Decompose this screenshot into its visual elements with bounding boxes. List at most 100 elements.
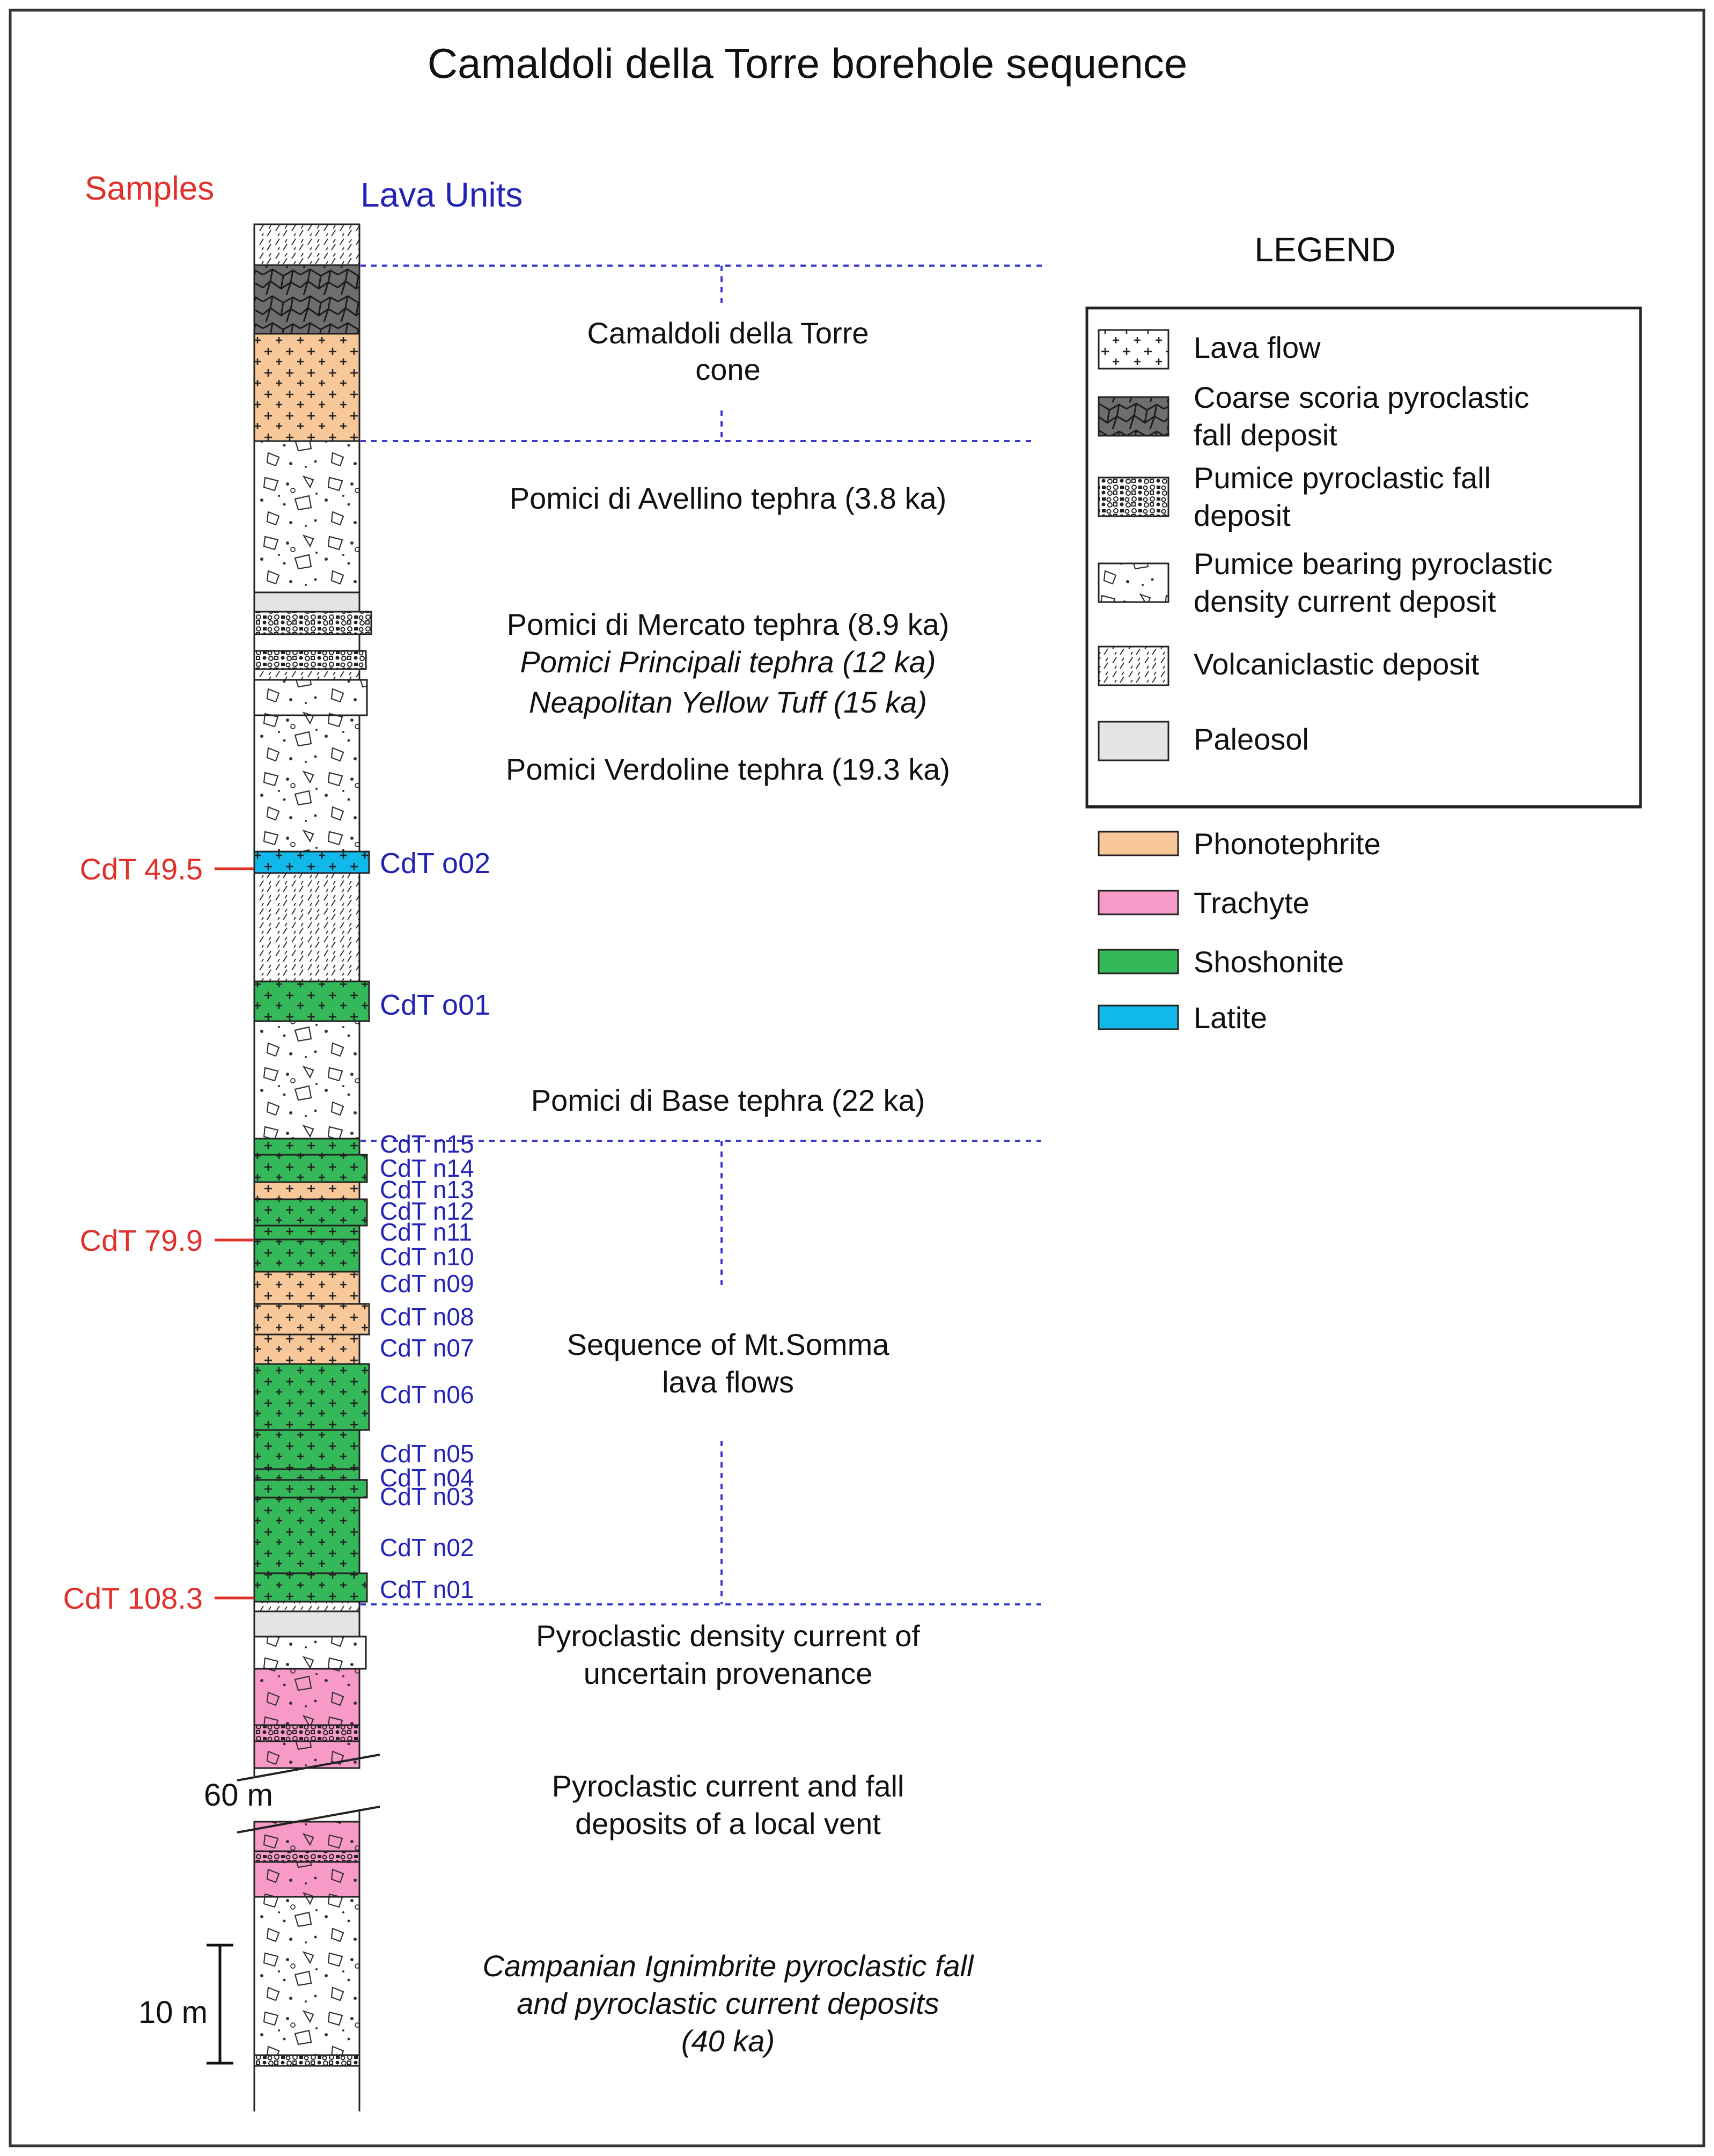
- figure-title: Camaldoli della Torre borehole sequence: [428, 40, 1187, 87]
- layer-pattern: [254, 1725, 359, 1741]
- unit-label: Sequence of Mt.Somma: [567, 1328, 890, 1361]
- legend-composition-label: Trachyte: [1194, 886, 1310, 920]
- layer-pattern: [254, 265, 359, 334]
- layer-pattern: [254, 715, 359, 852]
- break-line-bottom: [237, 1806, 380, 1834]
- legend-composition-item: Trachyte: [1098, 886, 1310, 920]
- column-layer: [253, 1020, 361, 1140]
- unit-label-line2: cone: [695, 353, 760, 386]
- layer-fill: [254, 1611, 359, 1637]
- pumicefall-swatch: [1098, 476, 1169, 517]
- layer-pattern: [254, 1741, 359, 1768]
- legend-label: Coarse scoria pyroclastic: [1194, 380, 1529, 414]
- legend-composition-label: Shoshonite: [1194, 945, 1344, 979]
- column-layer: [253, 1636, 367, 1670]
- composition-swatch: [1098, 949, 1179, 974]
- lava-unit-label: CdT n14: [380, 1154, 474, 1182]
- column-layer: [253, 333, 361, 442]
- paleosol-swatch: [1098, 721, 1169, 761]
- layer-pattern: [254, 680, 367, 715]
- unit-label-line2: uncertain provenance: [584, 1656, 873, 1690]
- layer-outline: [253, 2054, 361, 2067]
- layer-pattern: [254, 1637, 366, 1669]
- legend-label: Lava flow: [1194, 331, 1321, 364]
- layer-pattern: [254, 1155, 367, 1182]
- layer-pattern: [254, 1240, 359, 1272]
- layer-pattern: [254, 1851, 359, 1862]
- column-layer: [253, 1138, 361, 1156]
- lava-unit-label: CdT n05: [380, 1440, 474, 1468]
- legend-label: Paleosol: [1194, 722, 1309, 756]
- layer-pattern: [254, 1573, 367, 1602]
- legend-label-line2: density current deposit: [1194, 584, 1496, 618]
- legend-composition-item: Latite: [1098, 1001, 1267, 1035]
- scoria-swatch: [1098, 396, 1169, 437]
- layer-pattern: [254, 1199, 367, 1226]
- lava-unit-label: CdT n12: [380, 1197, 474, 1225]
- column-layer: [253, 1181, 361, 1200]
- column-layer: [253, 1740, 361, 1769]
- break-line-top: [237, 1754, 380, 1781]
- column-layer: [253, 679, 368, 716]
- column-layer: [253, 1224, 361, 1241]
- column-layer: [253, 1479, 368, 1499]
- layer-pattern: [254, 2055, 359, 2066]
- layer-pattern: [254, 1182, 359, 1199]
- layer-pattern: [254, 224, 359, 265]
- depth-label: 60 m: [204, 1778, 273, 1813]
- samples-header: Samples: [85, 170, 214, 207]
- legend-composition-item: Shoshonite: [1098, 945, 1344, 979]
- unit-label-line2: deposits of a local vent: [575, 1807, 881, 1840]
- column-layer: [253, 223, 361, 266]
- unit-label: Camaldoli della Torre: [587, 316, 869, 350]
- lava-unit-label: CdT n08: [380, 1303, 474, 1331]
- lava-unit-label: CdT n09: [380, 1270, 474, 1297]
- layer-pattern: [254, 1364, 369, 1430]
- layer-pattern: [254, 873, 359, 981]
- unit-label: Pomici Verdoline tephra (19.3 ka): [506, 752, 950, 786]
- legend-label: Volcaniclastic deposit: [1194, 647, 1480, 681]
- layer-pattern: [254, 1226, 359, 1240]
- layer-pattern: [254, 1862, 359, 1897]
- volc-swatch: [1098, 646, 1169, 686]
- column-layer: [253, 1861, 361, 1898]
- sample-label: CdT 108.3: [63, 1581, 203, 1615]
- column-layer: [253, 1601, 361, 1612]
- unit-label: Pomici di Base tephra (22 ka): [531, 1083, 925, 1117]
- column-layer: [253, 1271, 361, 1305]
- unit-label: Campanian Ignimbrite pyroclastic fall: [482, 1949, 974, 1983]
- lava-unit-label: CdT n03: [380, 1483, 474, 1510]
- composition-swatch: [1098, 1004, 1179, 1030]
- column-layer: [253, 650, 367, 670]
- lava-unit-label: CdT n13: [380, 1176, 474, 1204]
- column-layer: [253, 1303, 370, 1336]
- column-layer: [253, 850, 370, 874]
- unit-boundary-guides: [361, 265, 1046, 1605]
- unit-label: Pyroclastic current and fall: [552, 1769, 904, 1803]
- layer-pattern: [254, 612, 371, 634]
- layer-pattern: [254, 1498, 359, 1573]
- figure-frame: [9, 9, 1705, 2147]
- layer-pattern: [254, 1480, 367, 1498]
- column-layer: [253, 1610, 361, 1638]
- column-layer: [253, 1572, 368, 1603]
- lava-unit-label: CdT o01: [380, 989, 490, 1021]
- lava-unit-label: CdT n06: [380, 1381, 474, 1409]
- column-layer: [253, 1497, 361, 1574]
- unit-label: Pomici di Mercato tephra (8.9 ka): [507, 607, 950, 641]
- layer-pattern: [254, 1430, 359, 1469]
- layer-pattern: [254, 1897, 359, 2055]
- legend-label: Pumice bearing pyroclastic: [1194, 547, 1553, 581]
- column-layer: [253, 1238, 361, 1273]
- layer-pattern: [254, 852, 369, 873]
- layer-pattern: [254, 669, 359, 680]
- unit-label: Neapolitan Yellow Tuff (15 ka): [529, 685, 927, 719]
- lava-unit-label: CdT n02: [380, 1534, 474, 1561]
